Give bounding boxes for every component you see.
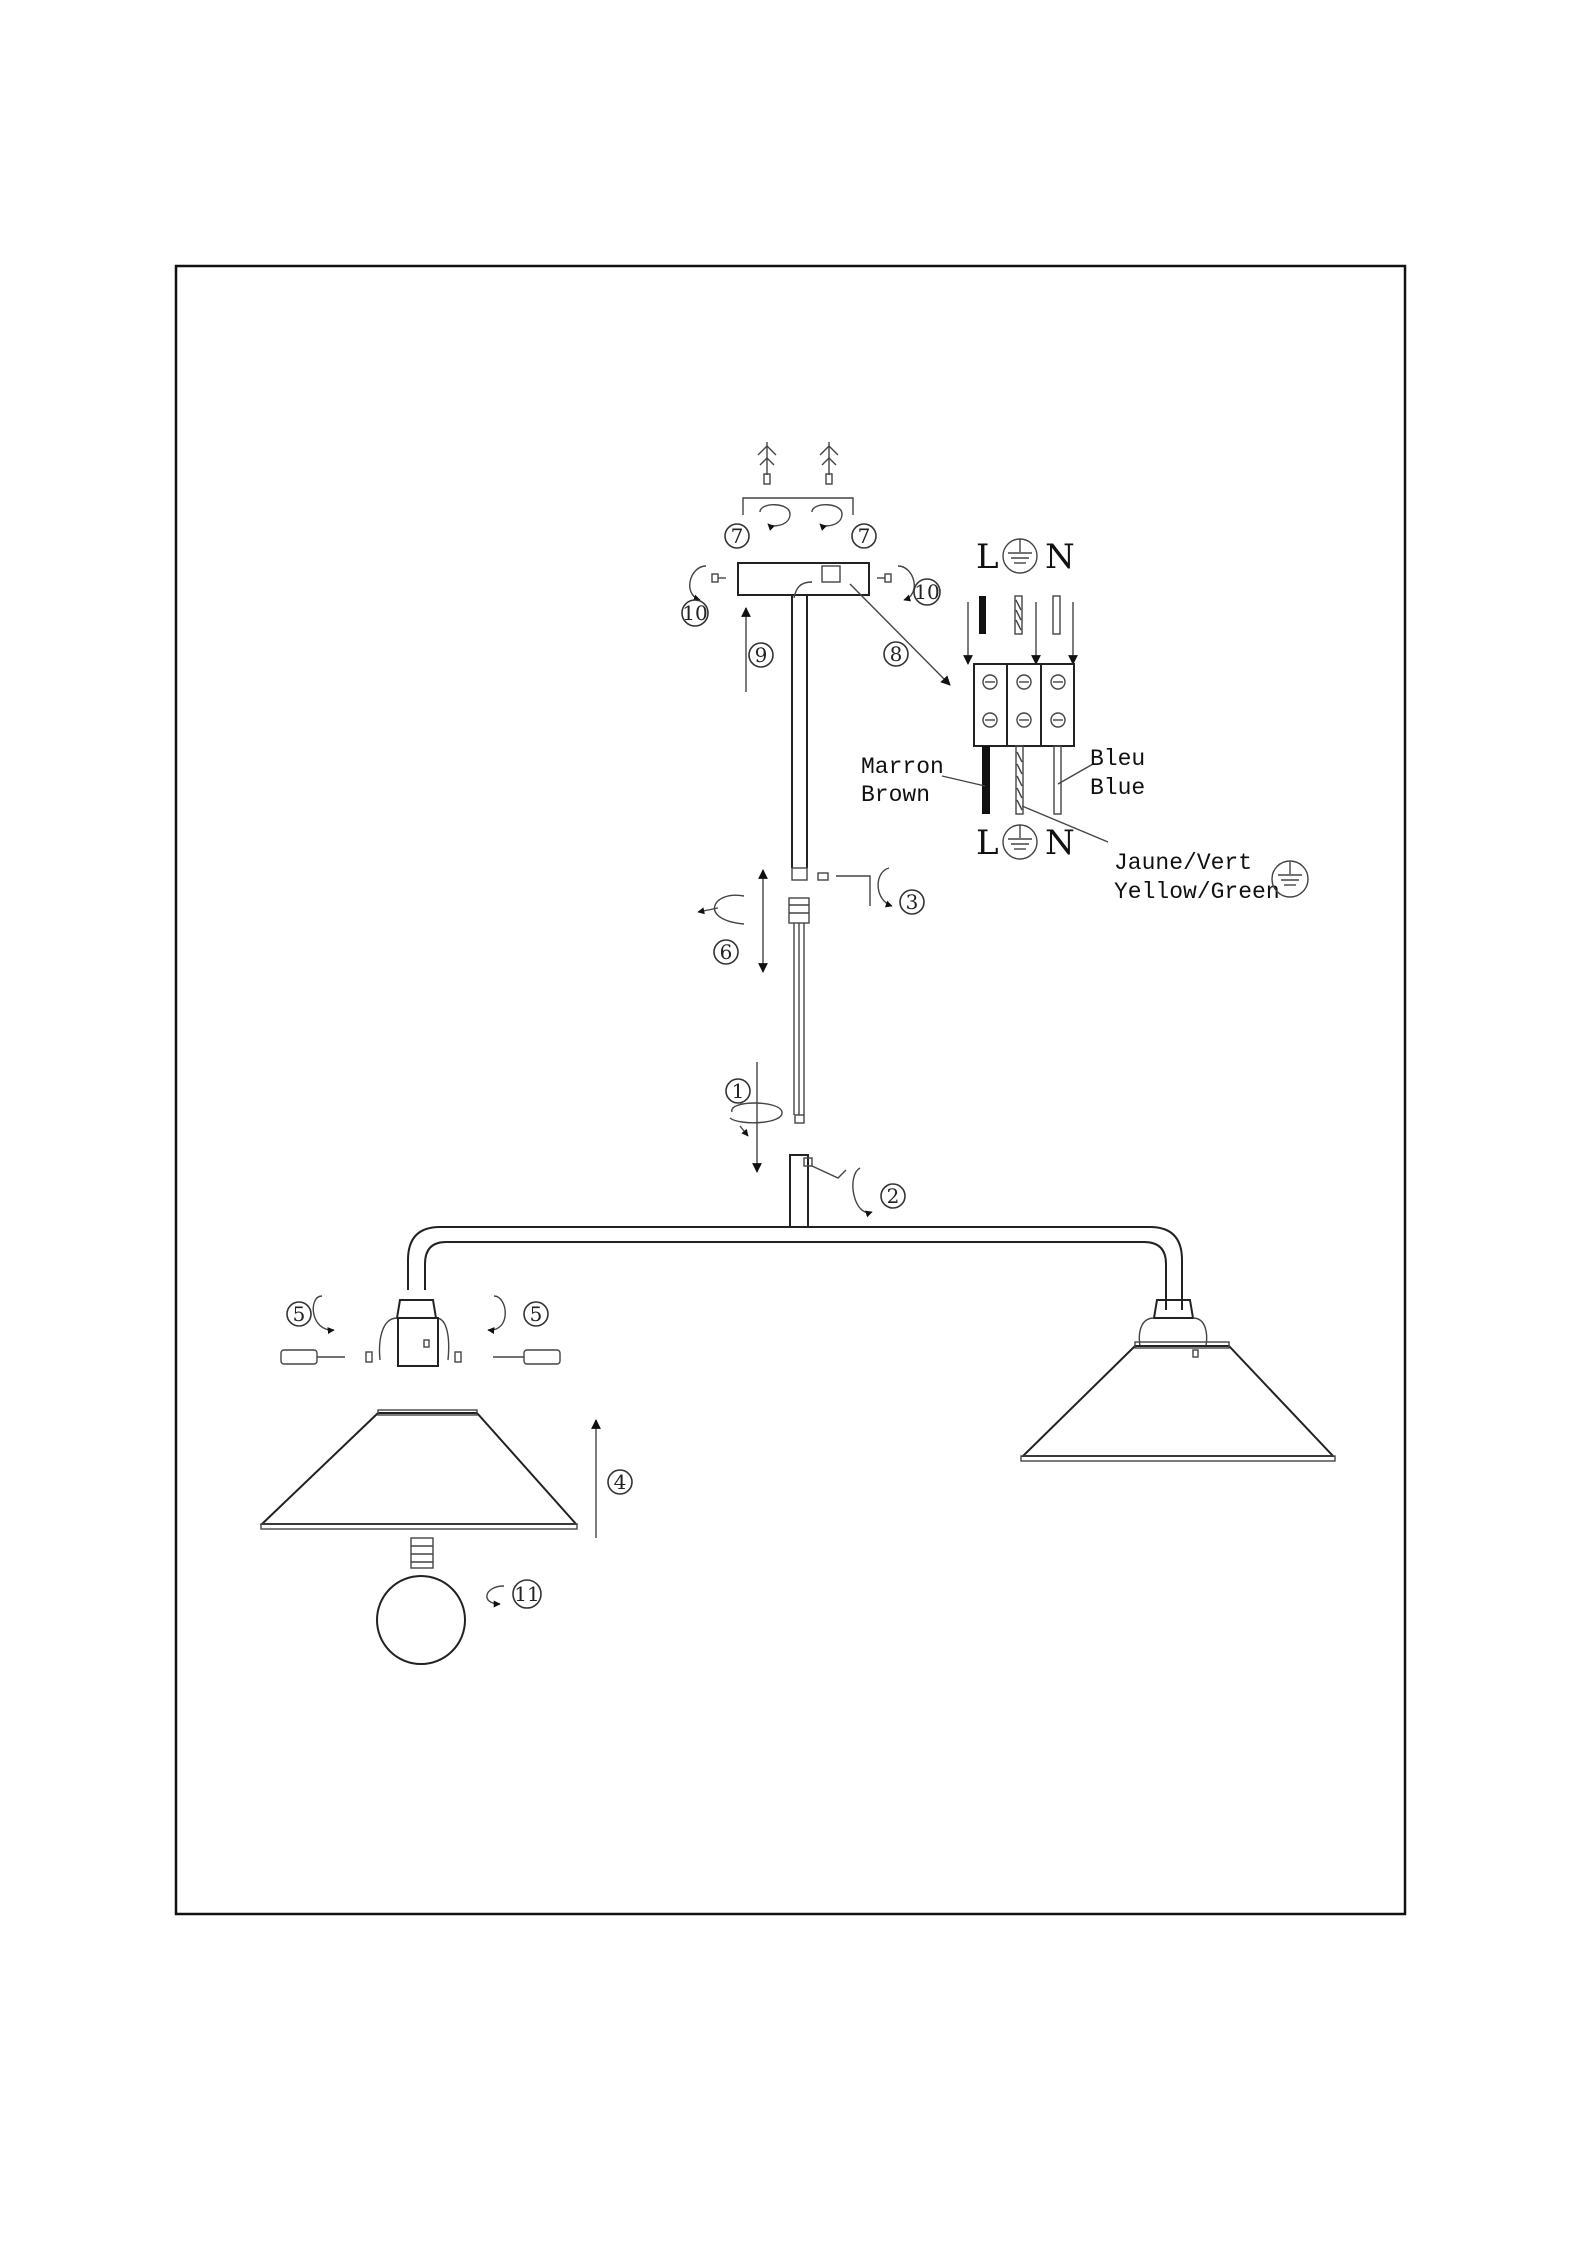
allen-key-icon	[818, 873, 870, 906]
left-lamp-shade	[261, 1410, 577, 1529]
step-7-right-badge: 7	[852, 524, 876, 548]
svg-text:2: 2	[887, 1184, 900, 1208]
terminal-block	[974, 664, 1074, 746]
rotate-arrow-icon	[853, 1168, 872, 1213]
screw-icon	[758, 442, 776, 484]
svg-text:3: 3	[906, 890, 919, 914]
svg-text:6: 6	[720, 940, 733, 964]
allen-key-icon	[804, 1158, 846, 1178]
downrod	[789, 595, 809, 1227]
live-label-top: L	[976, 537, 999, 577]
screw-icon	[455, 1350, 560, 1364]
svg-text:4: 4	[614, 1470, 627, 1494]
svg-text:8: 8	[890, 642, 903, 666]
earth-symbol-icon	[1003, 825, 1037, 859]
svg-text:7: 7	[858, 524, 871, 548]
brown-label-fr: Marron	[861, 754, 944, 780]
blue-leader-line	[1058, 764, 1093, 784]
neutral-label-bottom: N	[1045, 823, 1075, 863]
brown-label-en: Brown	[861, 782, 930, 808]
svg-text:5: 5	[293, 1302, 306, 1326]
svg-text:7: 7	[731, 524, 744, 548]
rotate-arrow-icon	[690, 566, 706, 600]
brown-leader-line	[942, 776, 985, 786]
rotate-arrow-icon	[487, 1586, 504, 1604]
step-9-badge: 9	[749, 643, 773, 667]
rotate-arrow-icon	[313, 1296, 334, 1330]
step-1-badge: 1	[726, 1079, 750, 1103]
screw-icon	[281, 1350, 372, 1364]
earth-symbol-icon	[1003, 539, 1037, 573]
step-2-badge: 2	[881, 1184, 905, 1208]
live-label-bottom: L	[976, 823, 999, 863]
left-lamp-holder	[380, 1300, 449, 1366]
step-10-left-badge: 10	[682, 600, 708, 626]
outgoing-wires	[982, 746, 1061, 814]
terminal-labels-bottom: L N	[976, 823, 1075, 863]
blue-label-fr: Bleu	[1090, 746, 1145, 772]
light-bulb-icon	[377, 1538, 465, 1664]
blue-label-en: Blue	[1090, 775, 1145, 801]
terminal-labels-top: L N	[976, 537, 1075, 577]
svg-text:10: 10	[682, 601, 707, 625]
step-4-badge: 4	[608, 1470, 632, 1494]
rotate-arrow-icon	[812, 505, 842, 526]
ceiling-canopy	[712, 563, 891, 598]
rotate-arrow-icon	[488, 1296, 505, 1330]
svg-text:9: 9	[755, 643, 768, 667]
step-5-right-badge: 5	[524, 1302, 548, 1326]
svg-text:11: 11	[514, 1582, 539, 1606]
horizontal-arm	[408, 1227, 1182, 1310]
rotate-arrow-icon	[730, 1103, 782, 1136]
rotate-arrow-icon	[698, 895, 744, 924]
screw-icon	[983, 675, 997, 727]
right-lamp-shade	[1021, 1342, 1335, 1461]
neutral-label-top: N	[1045, 537, 1075, 577]
step-6-badge: 6	[714, 940, 738, 964]
step-3-badge: 3	[900, 890, 924, 914]
svg-text:1: 1	[732, 1079, 745, 1103]
screw-icon	[1017, 675, 1031, 727]
earth-label-fr: Jaune/Vert	[1114, 850, 1252, 876]
screw-icon	[1051, 675, 1065, 727]
earth-label-en: Yellow/Green	[1114, 879, 1280, 905]
svg-text:10: 10	[914, 580, 939, 604]
incoming-wires	[968, 596, 1073, 664]
rotate-arrow-icon	[760, 505, 790, 526]
wall-plugs	[743, 442, 853, 515]
svg-text:5: 5	[530, 1302, 543, 1326]
step-8-badge: 8	[884, 642, 908, 666]
step-11-badge: 11	[513, 1580, 541, 1608]
step-10-right-badge: 10	[914, 579, 940, 605]
step-5-left-badge: 5	[287, 1302, 311, 1326]
rotate-arrow-icon	[878, 868, 892, 906]
rotate-arrow-icon	[898, 566, 914, 600]
step-7-left-badge: 7	[725, 524, 749, 548]
screw-icon	[820, 442, 838, 484]
